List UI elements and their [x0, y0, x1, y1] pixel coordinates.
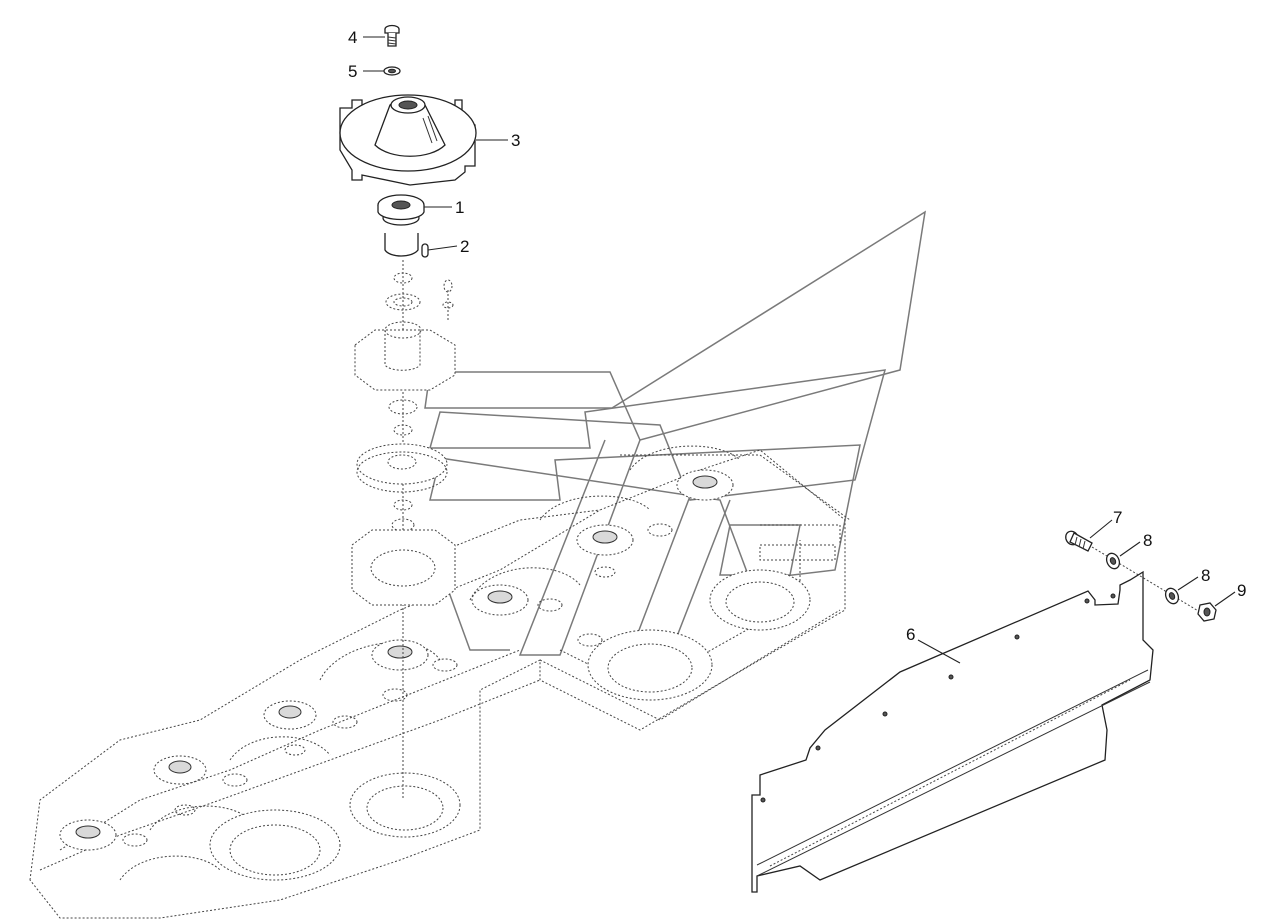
callout-7: 7 — [1113, 508, 1122, 527]
callout-6: 6 — [906, 625, 915, 644]
callout-4: 4 — [348, 28, 357, 47]
rotor-cover — [339, 94, 477, 186]
callout-8a: 8 — [1143, 531, 1152, 550]
guard-plate-part-6 — [751, 570, 1154, 893]
callout-8b: 8 — [1201, 566, 1210, 585]
callout-2: 2 — [460, 237, 469, 256]
hub-shaft-part-1 — [377, 194, 425, 257]
drive-stack — [351, 260, 456, 800]
leader-lines — [363, 36, 1236, 664]
cutter-bar-housing — [29, 445, 851, 919]
callout-9: 9 — [1237, 581, 1246, 600]
washer-part-8a — [1105, 552, 1121, 570]
washer-part-5 — [383, 66, 401, 76]
bolt-part-4 — [384, 24, 400, 47]
callout-3: 3 — [511, 131, 520, 150]
callout-labels: 1 2 3 4 5 6 7 8 8 9 — [348, 28, 1246, 644]
callout-5: 5 — [348, 62, 357, 81]
nut-part-9 — [1197, 602, 1217, 622]
callout-1: 1 — [455, 198, 464, 217]
pin-part-2 — [421, 243, 429, 258]
washer-part-8b — [1164, 587, 1180, 605]
